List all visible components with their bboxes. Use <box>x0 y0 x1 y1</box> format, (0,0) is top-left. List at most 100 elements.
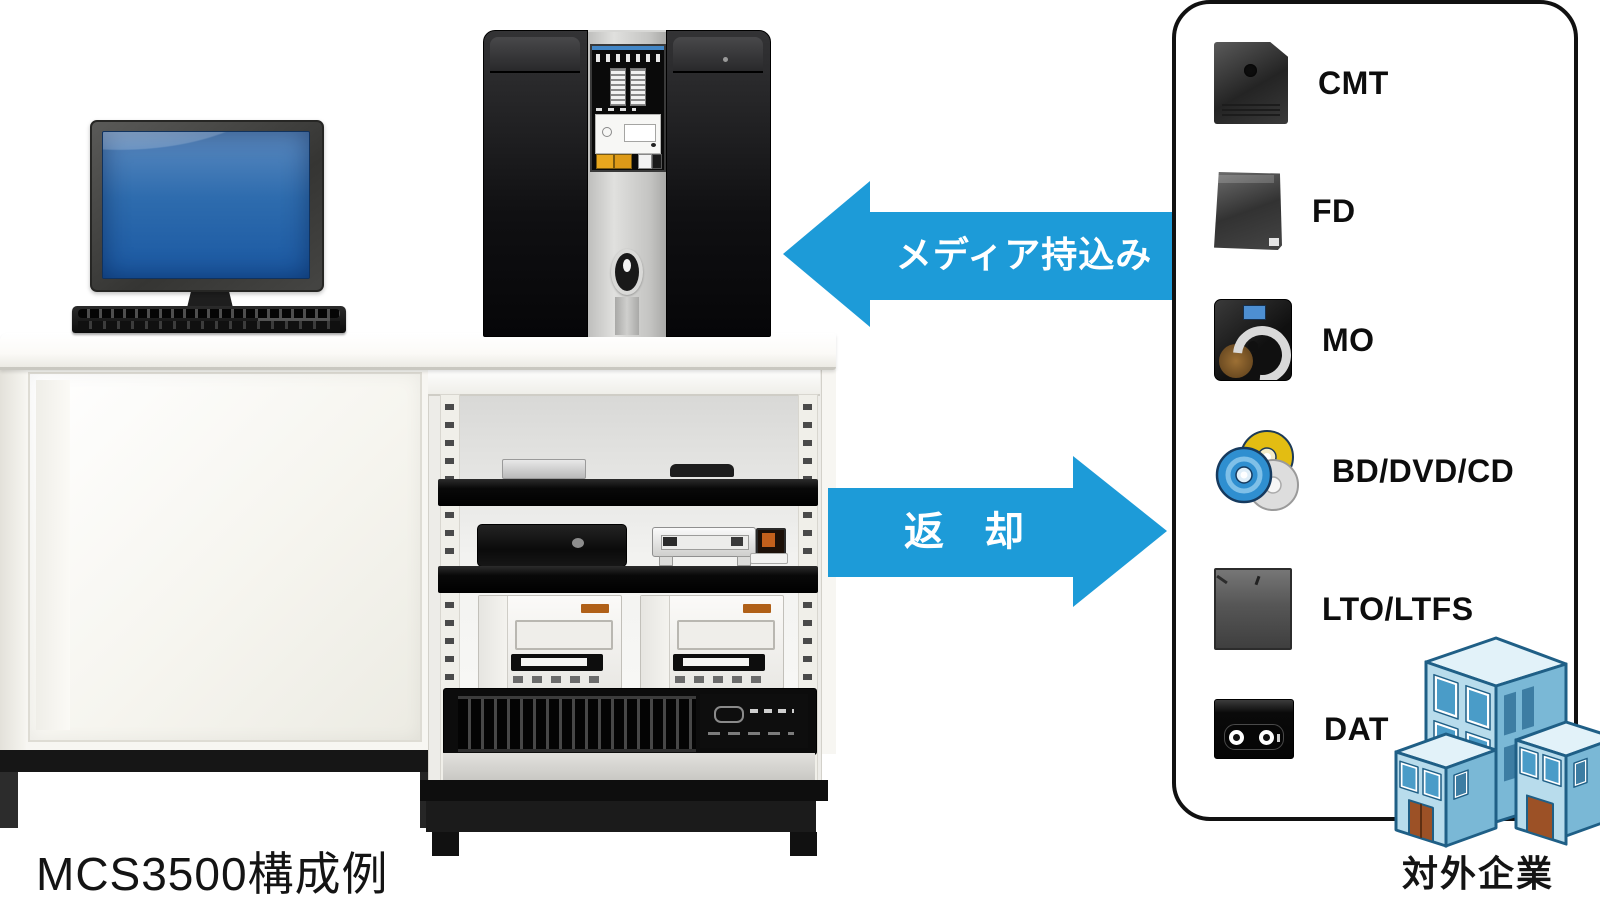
rack-small-device <box>502 459 586 479</box>
rack-foot-right <box>790 832 817 856</box>
tape-drive-slot <box>511 654 603 671</box>
floppy-edge <box>1218 175 1274 183</box>
tape-drive-label <box>743 604 771 613</box>
drive-foot <box>659 556 673 566</box>
rack-base-lower <box>426 801 816 832</box>
rack-orange-module <box>756 528 786 556</box>
desk-foot-left <box>0 772 18 828</box>
cartridge-mark <box>1254 575 1261 586</box>
tape-drive-left <box>478 595 622 689</box>
arrow-return <box>828 456 1167 607</box>
mo-core <box>1248 341 1258 351</box>
desk-tabletop <box>0 333 836 370</box>
monitor-screen <box>102 131 310 279</box>
control-button-dark <box>652 154 662 169</box>
drive-mark <box>731 537 743 546</box>
control-button-white <box>638 154 652 169</box>
mo-media <box>1219 344 1253 378</box>
media-label: DAT <box>1324 710 1389 747</box>
control-button-orange <box>596 154 614 169</box>
office-buildings-icon <box>1394 636 1600 848</box>
media-tower-right-panel <box>666 30 771 337</box>
card-circle <box>602 127 612 137</box>
tower-control-panel <box>590 44 666 172</box>
media-tower-left-panel <box>483 30 588 337</box>
tape-drive-label <box>581 604 609 613</box>
arrow-media-bring-in <box>783 181 1176 327</box>
control-panel-text <box>596 108 636 111</box>
arrow-return-label: 返 却 <box>904 510 1024 554</box>
media-item-cmt: CMT <box>1214 42 1389 124</box>
rack-top-beam <box>428 368 820 396</box>
rack-server <box>443 688 817 755</box>
keyhole-inner <box>615 253 639 291</box>
card-dot <box>651 143 656 147</box>
tape-slot-inner <box>683 658 749 666</box>
control-panel-display <box>630 68 646 106</box>
control-panel-header <box>592 46 664 50</box>
cartridge-seam <box>1216 574 1228 585</box>
tape-drive-buttons <box>513 676 601 683</box>
cartridge-hub <box>1244 64 1257 77</box>
rack-base <box>420 780 828 801</box>
control-panel-card <box>595 114 661 154</box>
rack-shelf-upper <box>438 479 818 506</box>
floppy-disk-icon <box>1214 172 1282 250</box>
keyboard-row <box>78 321 340 329</box>
tape-drive-slot <box>673 654 765 671</box>
cartridge-lines <box>1222 104 1280 116</box>
workstation-keyboard <box>72 306 346 333</box>
desk-door-stile <box>36 380 70 730</box>
media-label: BD/DVD/CD <box>1332 452 1515 489</box>
optical-discs-icon <box>1214 428 1302 514</box>
tape-drive-panel <box>479 596 508 688</box>
tower-power-led <box>723 57 728 62</box>
server-front-right <box>700 694 808 748</box>
tape-drive-buttons <box>675 676 763 683</box>
dat-reel <box>1229 730 1244 745</box>
mo-shutter <box>1243 305 1266 320</box>
rack-shelf-lower <box>438 566 818 593</box>
control-panel-glyphs <box>596 54 660 62</box>
media-label: LTO/LTFS <box>1322 590 1474 627</box>
media-item-lto-ltfs: LTO/LTFS <box>1214 568 1474 650</box>
tape-drive-recess <box>677 620 775 650</box>
keyhole-pin <box>623 259 631 272</box>
control-panel-display <box>610 68 626 106</box>
media-item-dat: DAT <box>1214 699 1389 759</box>
dat-mark <box>1277 734 1280 742</box>
media-item-fd: FD <box>1214 172 1356 250</box>
media-item-bd-dvd-cd: BD/DVD/CD <box>1214 428 1514 514</box>
lto-cartridge-icon <box>1214 568 1292 650</box>
module-base <box>750 553 788 564</box>
dat-reel <box>1259 730 1274 745</box>
media-label: CMT <box>1318 64 1389 101</box>
rack-flat-device <box>670 464 734 477</box>
drive-indicator <box>572 538 584 548</box>
floppy-notch <box>1269 238 1279 246</box>
external-party-label: 対外企業 <box>1402 853 1555 894</box>
arrow-right-shape <box>828 456 1167 607</box>
tower-cap <box>673 37 763 73</box>
control-button-orange <box>614 154 632 169</box>
tower-keyhole <box>611 249 643 295</box>
module-core <box>762 533 775 547</box>
tape-drive-right <box>640 595 784 689</box>
dat-tape-icon <box>1214 699 1294 759</box>
server-vents <box>458 696 696 752</box>
drive-mark <box>663 537 677 546</box>
drive-foot <box>737 556 751 566</box>
drive-slot <box>661 535 749 550</box>
rack-black-drive <box>477 524 627 567</box>
desk-toe-kick <box>0 750 438 772</box>
rack-foot-left <box>432 832 459 856</box>
desk-door <box>28 372 422 742</box>
tape-slot-inner <box>521 658 587 666</box>
cmt-cartridge-icon <box>1214 42 1288 124</box>
server-logo <box>714 706 744 723</box>
tower-groove <box>615 297 639 335</box>
desk-side-panel <box>0 366 26 752</box>
media-label: MO <box>1322 321 1375 358</box>
mo-disk-icon <box>1214 299 1292 381</box>
